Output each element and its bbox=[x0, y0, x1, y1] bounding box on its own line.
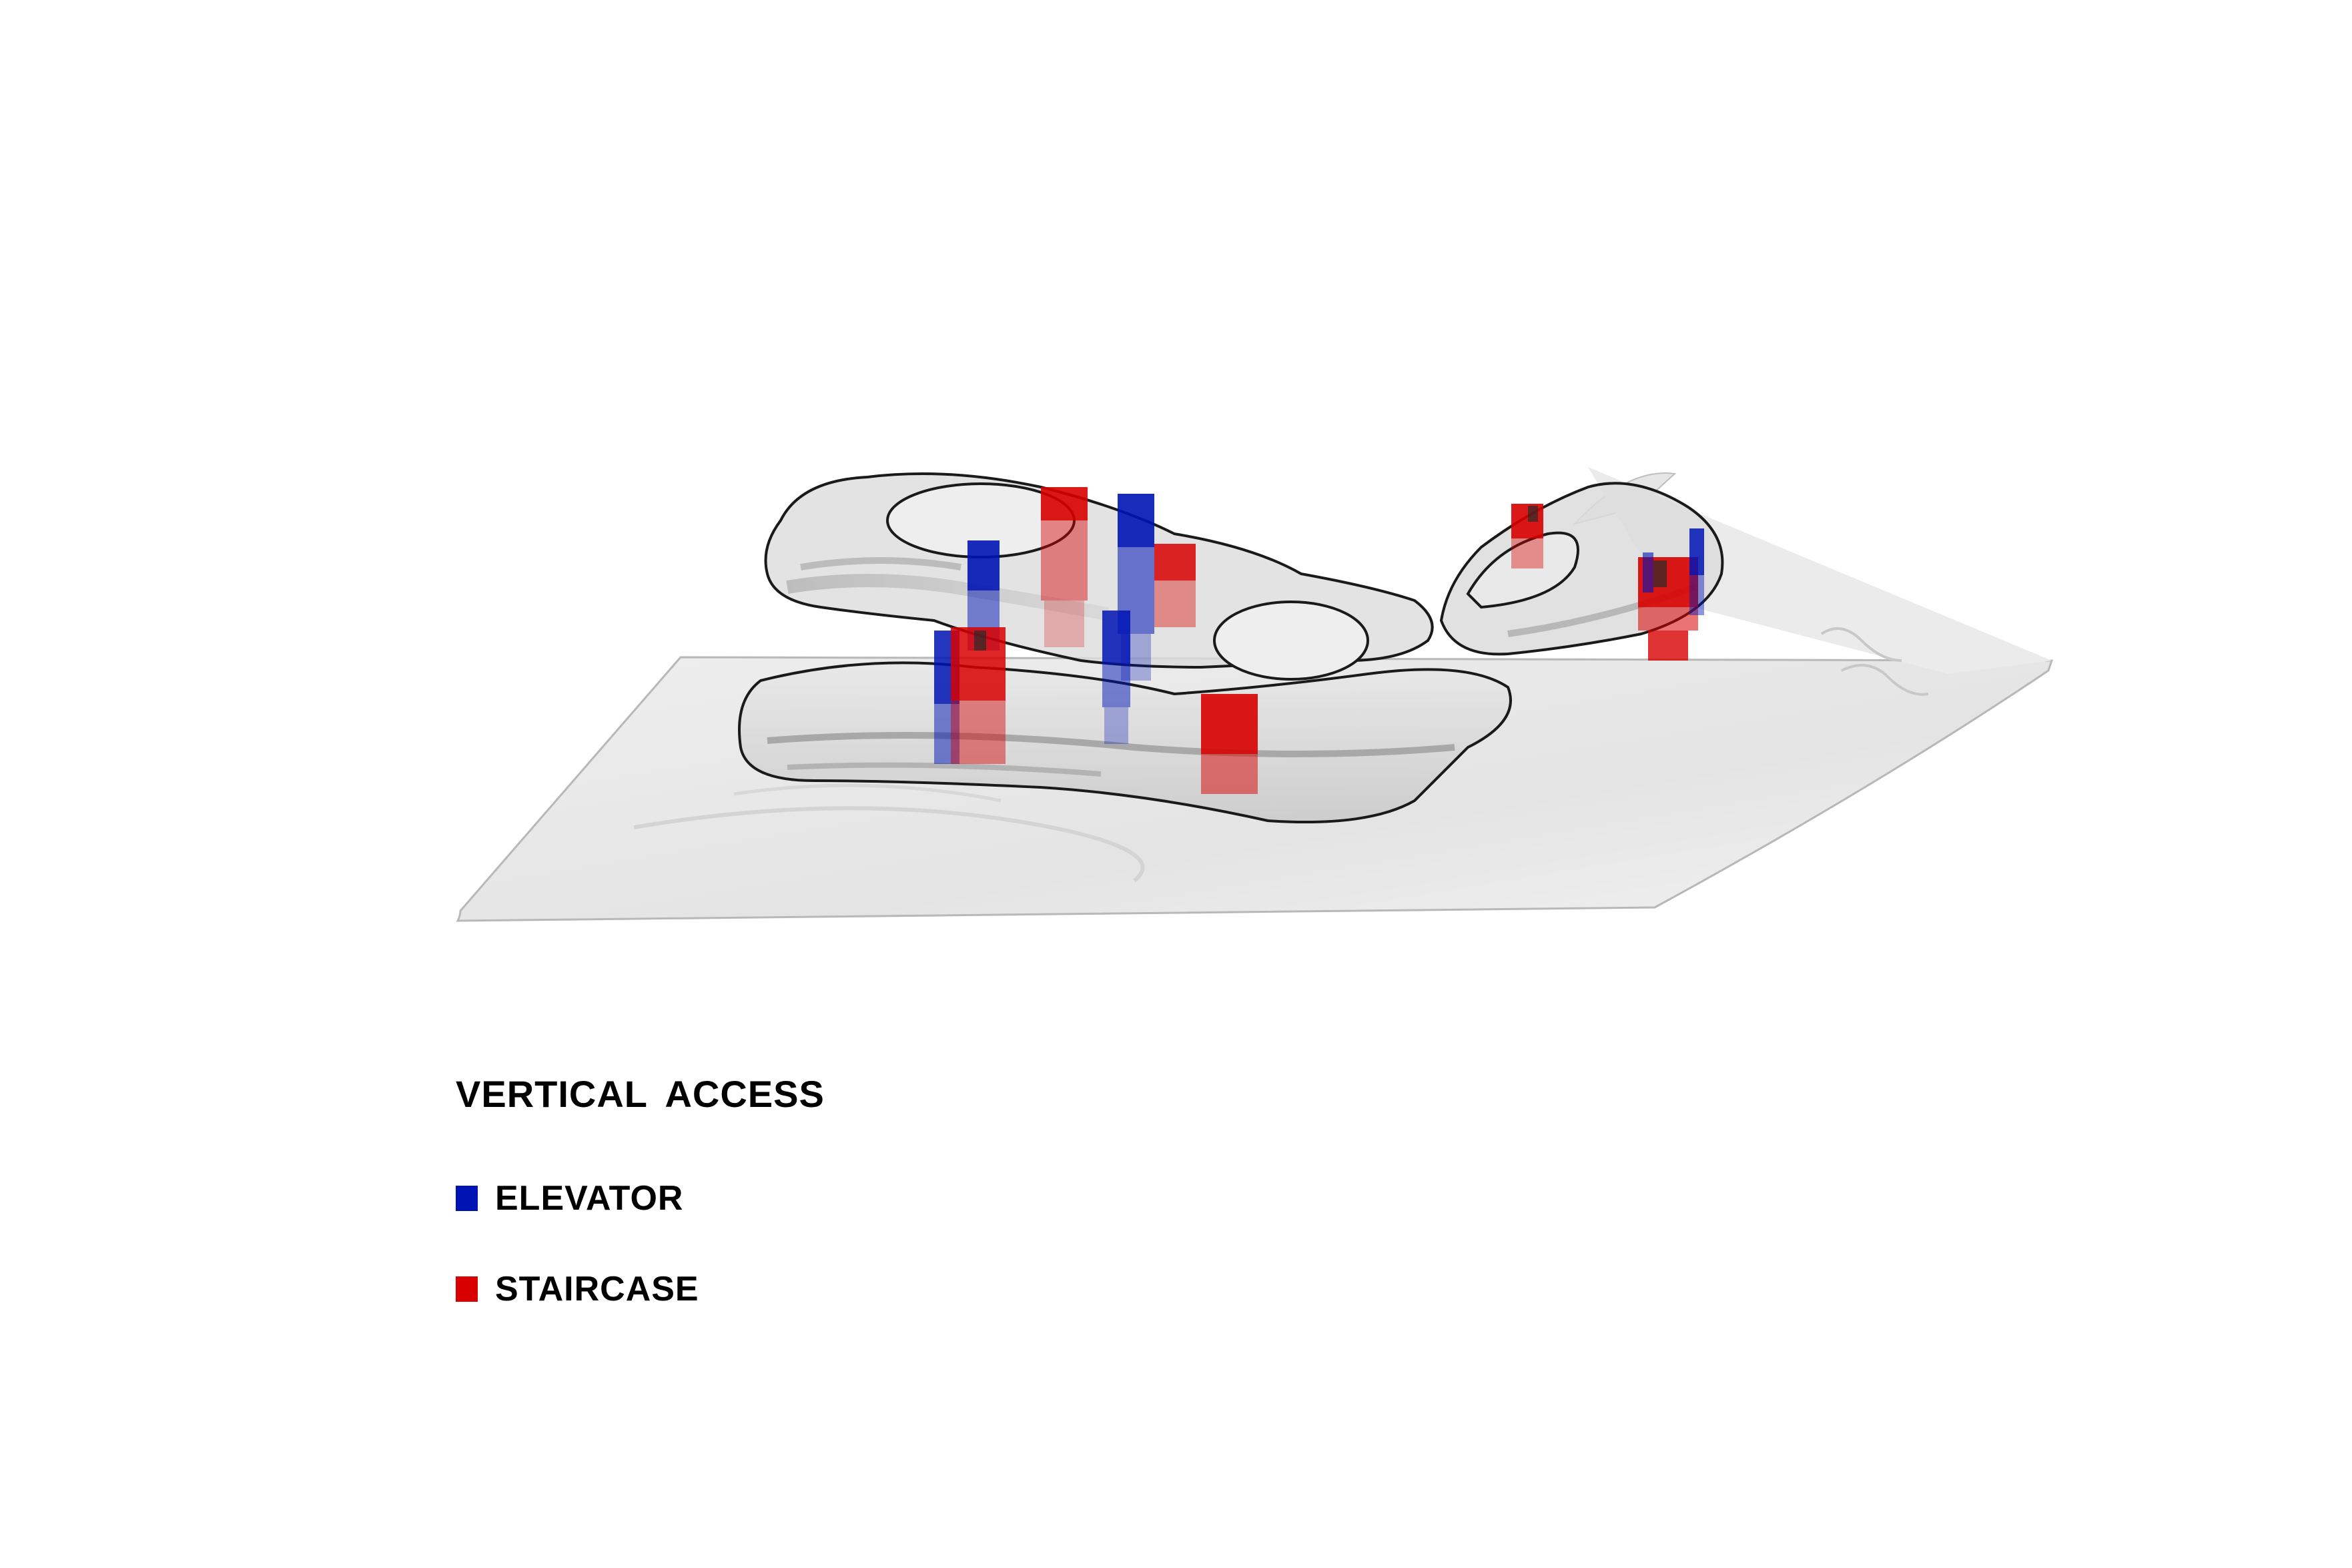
staircase-core bbox=[951, 627, 1006, 764]
building-lower-level bbox=[738, 661, 1512, 823]
elevator-core bbox=[1102, 611, 1130, 744]
legend-item-staircase: STAIRCASE bbox=[456, 1262, 825, 1316]
legend-label-staircase: STAIRCASE bbox=[495, 1270, 699, 1308]
legend-item-elevator: ELEVATOR bbox=[456, 1172, 825, 1225]
staircase-core bbox=[1511, 504, 1543, 568]
legend-title: VERTICAL ACCESS bbox=[456, 1073, 825, 1115]
staircase-core bbox=[1201, 694, 1258, 794]
legend-label-elevator: ELEVATOR bbox=[495, 1179, 684, 1218]
vertical-access-cores bbox=[934, 487, 1704, 794]
staircase-core bbox=[1041, 487, 1088, 647]
courtyard-openings bbox=[886, 482, 1369, 681]
staircase-core bbox=[1154, 544, 1196, 627]
staircase-swatch bbox=[456, 1276, 478, 1302]
elevator-swatch bbox=[456, 1186, 478, 1211]
staircase-core bbox=[1638, 557, 1698, 661]
legend: VERTICAL ACCESS ELEVATOR STAIRCASE bbox=[456, 1068, 825, 1353]
elevator-core bbox=[1643, 528, 1704, 615]
